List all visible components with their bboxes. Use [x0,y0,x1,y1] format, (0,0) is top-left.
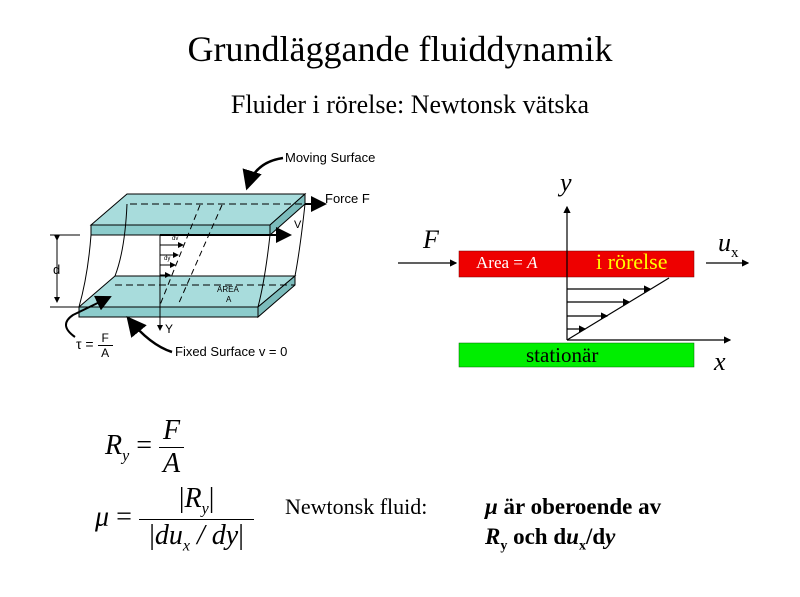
num-f: F [159,415,185,448]
r-symbol: R [105,429,123,461]
moving-label: i rörelse [596,249,668,274]
statement-line2: Ry och dux/dy [485,524,615,555]
den-sub: x [182,537,191,555]
ux-label: ux [718,228,739,262]
mu-symbol: μ [95,501,110,533]
stationary-label: stationär [526,343,599,367]
dy-label: dy [164,256,171,262]
moving-plate [458,250,695,278]
force-f-label: F [423,225,439,254]
tau-den: A [101,346,110,360]
area-a: A [527,253,538,272]
slide-subtitle: Fluider i rörelse: Newtonsk vätska [230,90,590,119]
u-symbol: u [718,228,731,257]
distance-d-label: d [53,262,61,277]
den-rest: / dy [190,519,239,551]
equals: = [136,429,153,461]
area-text: Area = A [476,253,538,273]
u-sub: x [578,538,586,554]
newtonian-fluid-label: Newtonsk fluid: [285,494,428,519]
r: R [485,524,501,549]
area-symbol: A [226,295,232,304]
tau-num: F [97,331,113,346]
y-label: y [560,168,572,197]
force-label: Force F [325,191,370,206]
mu: μ [485,494,498,519]
stationary-plate [458,342,695,368]
y-axis-label: Y [165,322,174,336]
y: y [605,524,616,549]
statement-line1: μ är oberoende av [485,494,661,520]
dv-label: dv [172,236,179,242]
equals: = [116,501,132,533]
viscosity-equation: μ = |Ry||dux / dy| [95,483,255,555]
area-text-label: Area = [476,253,528,272]
num-sub: y [201,500,209,518]
slide-title: Grundläggande fluiddynamik [187,29,613,69]
fixed-surface-label: Fixed Surface v = 0 [175,344,288,359]
area-label: AREA [217,285,239,294]
den-a: A [163,448,181,479]
velocity-v-label: V [294,219,302,231]
x-label: x [714,347,726,376]
r-sub: y [500,538,508,554]
tau-label: τ = [76,336,94,353]
line2-end: /d [585,524,606,549]
line2-mid: och d [507,524,567,549]
moving-surface-label: Moving Surface [285,150,376,165]
num-r: R [184,483,202,514]
den-du: du [154,519,183,551]
line1-text: är oberoende av [497,494,662,519]
y-sub: y [122,447,130,465]
u: u [566,524,579,549]
x-subscript: x [731,245,739,262]
